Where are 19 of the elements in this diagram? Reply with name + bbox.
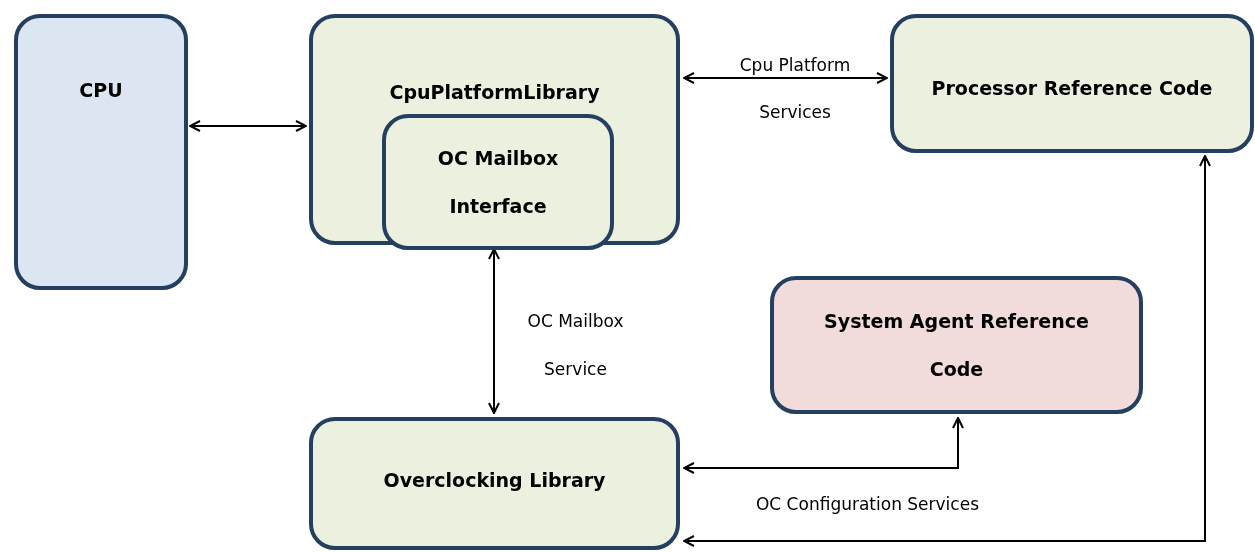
rounded-box <box>770 276 1143 414</box>
rounded-box <box>890 14 1254 153</box>
box-label: Processor Reference Code <box>930 76 1214 101</box>
edge-label: Cpu Platform Services <box>738 54 852 124</box>
edge-label: OC Configuration Services <box>754 493 980 516</box>
connector-arrow <box>189 120 307 132</box>
connector-arrow <box>683 417 964 474</box>
connector-arrow <box>488 248 500 414</box>
connector-arrow <box>683 155 1211 547</box>
connector-arrow <box>683 72 888 84</box>
box-label: CpuPlatformLibrary <box>388 80 601 105</box>
edge-label: OC Mailbox Service <box>526 310 625 381</box>
box-label: Overclocking Library <box>382 467 607 493</box>
rounded-box <box>14 14 188 290</box>
rounded-box <box>309 417 680 550</box>
box-label: System Agent Reference Code <box>823 309 1090 382</box>
rounded-box <box>382 114 614 250</box>
box-label: CPU <box>78 78 124 103</box>
box-label: OC Mailbox Interface <box>436 146 560 219</box>
